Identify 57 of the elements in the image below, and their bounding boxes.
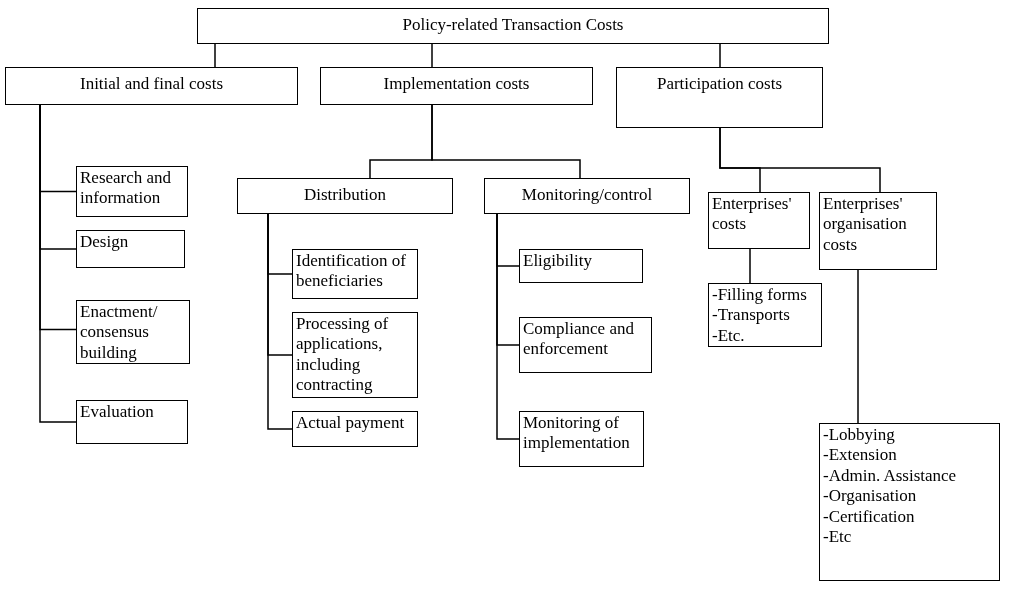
box-label: Processing of applications, including contracting: [296, 314, 390, 396]
box-label: Research and information: [80, 168, 173, 209]
list-item: -Filling forms: [712, 285, 807, 306]
category-box: [292, 312, 418, 398]
box-label: Actual payment: [296, 413, 405, 434]
category-box: [519, 317, 652, 373]
box-label: Identification of beneficiaries: [296, 251, 407, 292]
connector-line: [719, 43, 721, 68]
box-label: Eligibility: [523, 251, 592, 272]
category-box: [708, 283, 822, 348]
box-label: Distribution: [303, 185, 387, 206]
category-box: [76, 400, 188, 444]
box-label: Policy-related Transaction Costs: [402, 15, 624, 36]
connector-line: [431, 43, 433, 68]
connector-line: [719, 127, 881, 193]
list-item: -Etc.: [712, 325, 745, 347]
connector-line: [39, 104, 77, 423]
box-label: Enterprises' costs: [712, 194, 793, 235]
category-box: [76, 300, 190, 365]
box-label: Monitoring/control: [521, 185, 653, 206]
list-item: -Extension: [823, 445, 897, 466]
category-box: [197, 8, 829, 44]
box-label: Evaluation: [80, 402, 154, 423]
list-item: -Lobbying: [823, 425, 895, 446]
category-box: [819, 423, 1000, 581]
box-label: Monitoring of implementation: [523, 413, 631, 454]
connector-line: [749, 248, 751, 284]
category-box: [484, 178, 690, 214]
list-item: -Organisation: [823, 486, 917, 507]
connector-line: [496, 213, 520, 440]
list-item: -Certification: [823, 506, 915, 527]
category-box: [5, 67, 298, 105]
category-box: [708, 192, 810, 249]
category-box: [519, 249, 643, 283]
box-label: Participation costs: [656, 74, 783, 95]
category-box: [292, 249, 418, 299]
list-item: -Transports: [712, 305, 790, 326]
box-label: Implementation costs: [383, 74, 530, 95]
category-box: [237, 178, 453, 214]
box-label: Enterprises' organisation costs: [823, 194, 908, 256]
category-box: [519, 411, 644, 467]
connector-line: [214, 43, 216, 68]
connector-line: [431, 104, 581, 179]
box-label: Compliance and enforcement: [523, 319, 635, 360]
box-label: Initial and final costs: [79, 74, 224, 95]
list-item: -Admin. Assistance: [823, 465, 957, 487]
box-label: Design: [80, 232, 129, 253]
box-label: Enactment/ consensus building: [80, 302, 159, 364]
category-box: [76, 166, 188, 217]
category-box: [292, 411, 418, 447]
category-box: [616, 67, 823, 128]
category-box: [320, 67, 593, 105]
category-box: [819, 192, 937, 270]
connector-line: [267, 213, 293, 430]
connector-line: [857, 269, 859, 424]
list-item: -Etc: [823, 526, 852, 548]
category-box: [76, 230, 185, 268]
